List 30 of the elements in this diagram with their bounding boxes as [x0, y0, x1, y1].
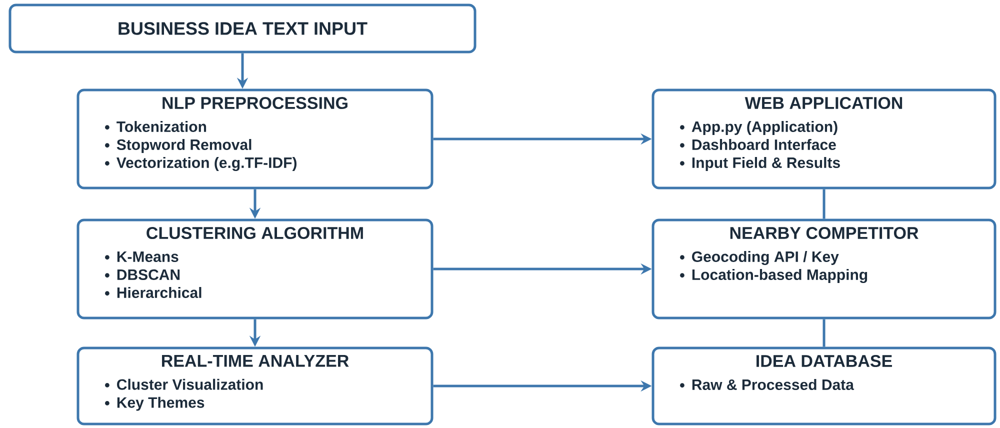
box-heading: IDEA DATABASE — [756, 355, 892, 368]
bullet-item: Input Field & Results — [680, 157, 840, 171]
bullet-item: Vectorization (e.g.TF-IDF) — [105, 157, 296, 172]
bullet-item: Dashboard Interface — [680, 139, 836, 150]
process-box — [76, 88, 434, 190]
input-box — [8, 4, 476, 54]
connector-line — [822, 189, 826, 219]
process-box — [76, 218, 434, 320]
box-heading: CLUSTERING ALGORITHM — [146, 227, 363, 240]
box-heading: NEARBY COMPETITOR — [730, 227, 918, 240]
bullet-item: Cluster Visualization — [105, 378, 263, 390]
bullet-item: Location-based Mapping — [680, 269, 868, 284]
process-box — [652, 88, 996, 190]
bullet-item: K-Means — [105, 252, 178, 262]
bullet-item: Stopword Removal — [105, 139, 252, 153]
box-heading: WEB APPLICATION — [744, 97, 902, 110]
bullet-item: Key Themes — [105, 396, 204, 411]
process-box — [652, 218, 996, 320]
process-box — [76, 346, 434, 426]
bullet-item: DBSCAN — [105, 269, 180, 280]
box-heading: REAL-TIME ANALYZER — [162, 355, 349, 367]
bullet-item: Tokenization — [105, 121, 206, 132]
bullet-item: App.py (Application) — [680, 121, 838, 135]
bullet-item: Hierarchical — [105, 287, 202, 298]
box-heading: BUSINESS IDEA TEXT INPUT — [118, 22, 368, 35]
bullet-item: Geocoding API / Key — [680, 251, 839, 266]
connector-line — [822, 319, 826, 347]
process-box — [652, 346, 996, 426]
box-heading: NLP PREPROCESSING — [162, 97, 348, 110]
bullet-item: Raw & Processed Data — [680, 379, 854, 390]
